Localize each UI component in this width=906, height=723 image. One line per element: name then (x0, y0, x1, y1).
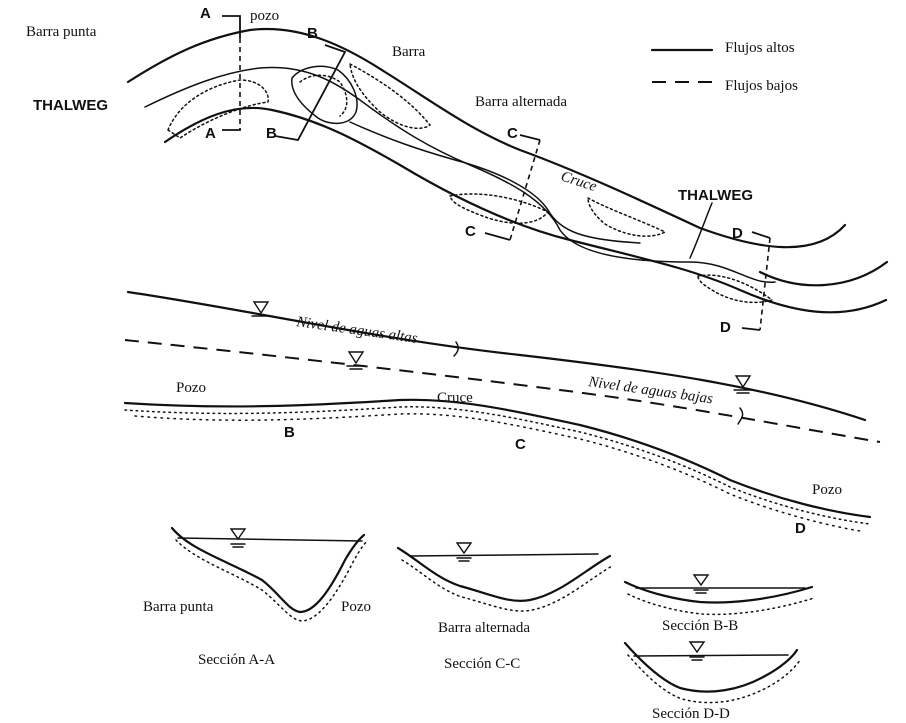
section-aa-bed (170, 526, 366, 614)
title-section-cc: Sección C-C (444, 656, 520, 672)
legend: Flujos altos Flujos bajos (650, 40, 798, 94)
section-dd-stipple (627, 654, 801, 704)
section-bb-water-marker (692, 574, 710, 594)
cut-line-c-ticks (484, 134, 541, 241)
bar-b-dots (299, 74, 348, 117)
section-d-d: Sección D-D (623, 641, 801, 722)
label-high-water: Nivel de aguas altas (294, 314, 418, 347)
channel-bank-right-mid (758, 260, 889, 287)
label-aa-point-bar: Barra punta (143, 599, 214, 615)
bar-b-stipple (291, 65, 358, 125)
section-dd-water-marker (688, 641, 706, 661)
crossing-bar-stipple (587, 197, 666, 237)
label-crossing-profile: Cruce (437, 390, 473, 406)
high-water-pointer (453, 341, 459, 357)
channel-bank-top (126, 28, 847, 249)
label-cut-b-top: B (307, 25, 318, 42)
low-water-marker-left (346, 351, 366, 370)
label-cut-c-top: C (507, 125, 518, 142)
cut-line-d (759, 237, 771, 331)
legend-low-flow: Flujos bajos (725, 78, 798, 94)
low-water-pointer (737, 407, 744, 425)
thalweg-line (144, 66, 776, 283)
section-dd-bed (623, 641, 799, 693)
label-pool-left: Pozo (176, 380, 206, 396)
alternate-bar-stipple (449, 193, 549, 224)
label-cut-b-bottom: B (266, 125, 277, 142)
section-cc-water (409, 553, 599, 557)
title-section-bb: Sección B-B (662, 618, 738, 634)
low-water-line (124, 339, 881, 443)
bar-top-stipple (349, 63, 431, 129)
channel-bank-bottom (163, 106, 888, 314)
label-cut-c-bottom: C (465, 223, 476, 240)
mark-d: D (795, 520, 806, 537)
title-section-dd: Sección D-D (652, 706, 730, 722)
mark-b: B (284, 424, 295, 441)
thalweg-pointer (689, 202, 713, 259)
high-water-marker-left (251, 301, 271, 317)
label-alternate-bar: Barra alternada (475, 94, 567, 110)
section-aa-water (177, 537, 363, 542)
label-aa-pool: Pozo (341, 599, 371, 615)
label-pool-right: Pozo (812, 482, 842, 498)
inner-channel (349, 121, 641, 244)
label-bar: Barra (392, 44, 426, 60)
section-b-b: Sección B-B (623, 574, 815, 634)
plan-view: Barra punta A pozo B Barra THALWEG A B B… (26, 5, 889, 336)
label-cut-a-bottom: A (205, 125, 216, 142)
label-point-bar: Barra punta (26, 24, 97, 40)
cut-line-a-ticks (222, 15, 241, 131)
mark-c: C (515, 436, 526, 453)
section-aa-stipple (175, 539, 369, 622)
high-water-line (126, 290, 867, 422)
section-cc-bed (396, 546, 612, 602)
label-cut-d-bottom: D (720, 319, 731, 336)
label-crossing: Cruce (559, 169, 599, 196)
title-section-aa: Sección A-A (198, 652, 275, 668)
label-cut-d-top: D (732, 225, 743, 242)
label-cut-a-top: A (200, 5, 211, 22)
label-thalweg-right: THALWEG (678, 187, 753, 204)
bed-stipple (124, 406, 871, 525)
cut-line-b (274, 44, 347, 141)
section-bb-bed (623, 580, 814, 604)
legend-high-flow: Flujos altos (725, 40, 795, 56)
section-c-c: Barra alternada Sección C-C (396, 542, 613, 672)
cut-line-d-ticks (741, 231, 771, 331)
longitudinal-profile: Nivel de aguas altas Nivel de aguas baja… (123, 290, 881, 537)
bed-line (123, 398, 872, 519)
section-a-a: Barra punta Pozo Sección A-A (143, 526, 371, 668)
section-cc-stipple (401, 559, 613, 612)
section-bb-stipple (627, 593, 815, 616)
bar-d-stipple (697, 274, 773, 304)
high-water-marker-right (733, 375, 753, 394)
section-cc-water-marker (455, 542, 473, 562)
label-cc-alternate-bar: Barra alternada (438, 620, 530, 636)
label-pool: pozo (250, 8, 279, 24)
bed-stipple-2 (134, 413, 861, 532)
label-thalweg-left: THALWEG (33, 97, 108, 114)
point-bar-stipple (167, 79, 269, 139)
section-dd-water (633, 654, 789, 657)
section-aa-water-marker (229, 528, 247, 548)
